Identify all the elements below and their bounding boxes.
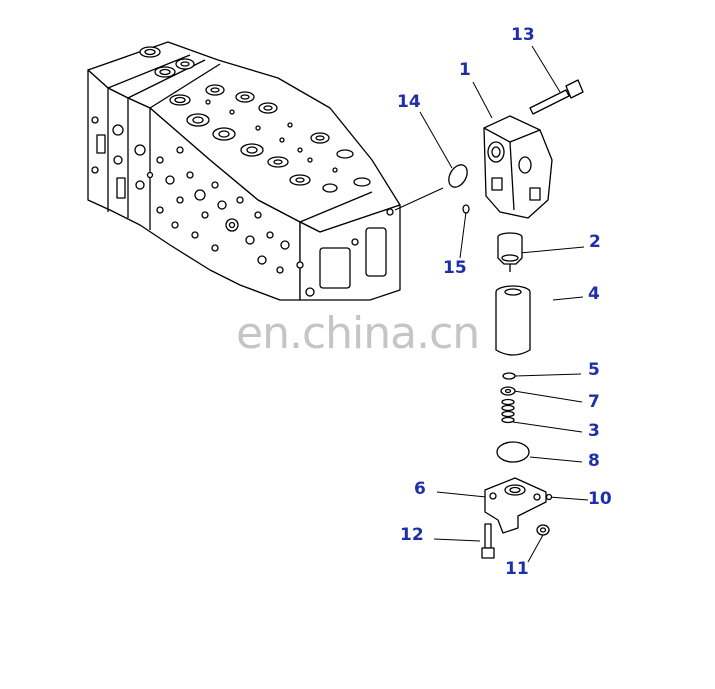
o-ring-5: [502, 372, 516, 380]
watermark-text: en.china.cn: [236, 308, 480, 359]
bolt-13: [529, 79, 584, 115]
sleeve-4: [495, 285, 531, 356]
spool-2: [497, 232, 523, 272]
callout-13: 13: [511, 25, 535, 45]
callout-10: 10: [588, 489, 612, 509]
callout-11: 11: [505, 559, 529, 579]
callout-4: 4: [588, 284, 600, 304]
callout-5: 5: [588, 360, 600, 380]
callout-2: 2: [589, 232, 601, 252]
pin-10: [545, 493, 553, 501]
callout-14: 14: [397, 92, 421, 112]
top-ports: [139, 46, 371, 193]
callout-8: 8: [588, 451, 600, 471]
callout-7: 7: [588, 392, 600, 412]
o-ring-14: [448, 164, 468, 188]
valve-block: [87, 41, 401, 301]
cover-6: [484, 477, 547, 534]
o-ring-8: [496, 441, 530, 463]
plug-11: [536, 524, 550, 536]
front-ports: [91, 116, 290, 274]
bolt-12: [481, 523, 495, 559]
o-ring-15: [462, 204, 470, 214]
valve-housing-1: [483, 115, 553, 219]
leader-lines: [394, 45, 589, 563]
callout-3: 3: [588, 421, 600, 441]
callout-12: 12: [400, 525, 424, 545]
spring-3: [501, 398, 515, 424]
end-face-details: [296, 208, 394, 297]
callout-15: 15: [443, 258, 467, 278]
callout-6: 6: [414, 479, 426, 499]
retainer-7: [500, 386, 516, 396]
callout-1: 1: [459, 60, 471, 80]
